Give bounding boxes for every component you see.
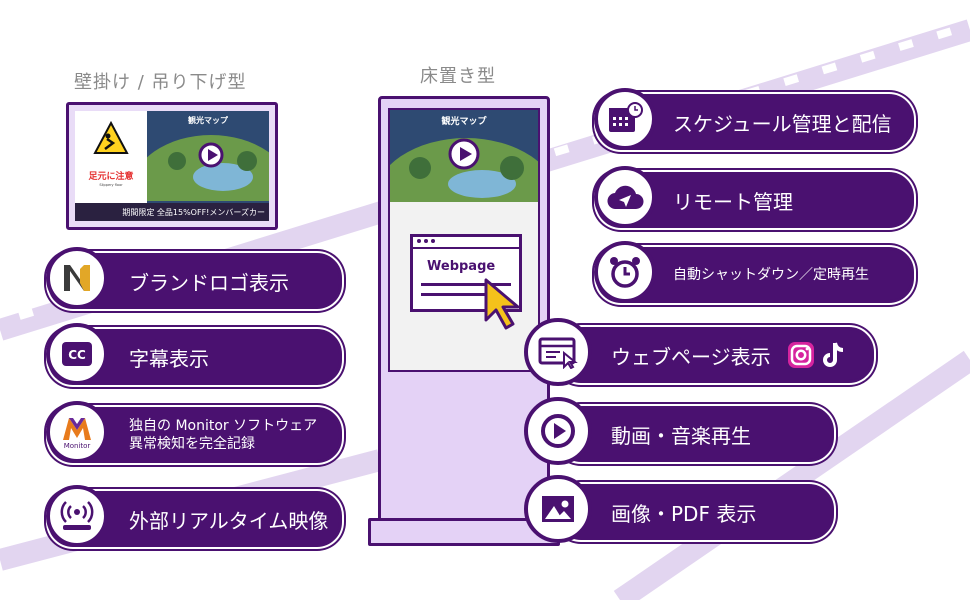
kiosk-map-title: 観光マップ: [441, 117, 487, 127]
cursor-icon: [484, 278, 520, 330]
tiktok-icon: [823, 342, 844, 367]
feature-label: リモート管理: [673, 189, 793, 214]
feature-label: スケジュール管理と配信: [673, 111, 892, 136]
feature-video-music: 動画・音楽再生: [556, 406, 834, 462]
cc-icon: CC: [46, 323, 108, 385]
warning-text: Slippery floor: [99, 183, 123, 187]
feature-label: 自動シャットダウン／定時再生: [673, 266, 869, 283]
calendar-clock-icon: [594, 88, 656, 150]
feature-webpage-display: ウェブページ表示: [556, 327, 874, 383]
tourist-map: 観光マップ: [147, 111, 269, 203]
feature-label-line2: 異常検知を完全記録: [129, 436, 255, 452]
cloud-send-icon: [594, 166, 656, 228]
wall-display: 足元に注意 Slippery floor 観光マップ 期間限定 全品15%OFF…: [66, 102, 278, 230]
map-title: 観光マップ: [188, 116, 228, 125]
feature-label: ウェブページ表示: [611, 344, 771, 369]
play-circle-icon: [524, 397, 592, 465]
ticker-bar: 期間限定 全品15%OFF!メンバーズカー: [75, 203, 269, 221]
kiosk-screen: 観光マップ Webpage: [388, 108, 540, 372]
warning-panel: 足元に注意 Slippery floor: [75, 111, 147, 203]
wall-display-screen: 足元に注意 Slippery floor 観光マップ 期間限定 全品15%OFF…: [75, 111, 269, 221]
webpage-label: Webpage: [427, 259, 496, 274]
feature-label: 外部リアルタイム映像: [129, 508, 329, 533]
window-titlebar: [413, 237, 519, 249]
alarm-clock-icon: [594, 241, 656, 303]
feature-label: ブランドロゴ表示: [129, 270, 289, 295]
monitor-logo-icon: Monitor: [46, 401, 108, 463]
wall-mount-title: 壁掛け / 吊り下げ型: [74, 72, 247, 93]
brand-logo-icon: [46, 247, 108, 309]
image-icon: [524, 475, 592, 543]
floor-stand-title: 床置き型: [420, 66, 496, 87]
kiosk-tourist-map: 観光マップ: [390, 110, 538, 202]
feature-label: 画像・PDF 表示: [611, 501, 757, 526]
map-illustration: [147, 135, 269, 201]
broadcast-icon: [46, 485, 108, 547]
feature-label-line1: 独自の Monitor ソフトウェア: [129, 418, 318, 434]
svg-text:Monitor: Monitor: [64, 442, 91, 450]
warning-sign-icon: [93, 121, 129, 154]
feature-label: 独自の Monitor ソフトウェア 異常検知を完全記録: [129, 410, 317, 460]
feature-image-pdf: 画像・PDF 表示: [556, 484, 834, 540]
feature-label: 動画・音楽再生: [611, 423, 751, 448]
instagram-icon: [788, 342, 814, 368]
kiosk-map-illustration: [390, 138, 538, 202]
feature-label: 字幕表示: [129, 346, 209, 371]
svg-text:CC: CC: [68, 348, 86, 362]
warning-title: 足元に注意: [88, 172, 134, 182]
browser-cursor-icon: [524, 318, 592, 386]
